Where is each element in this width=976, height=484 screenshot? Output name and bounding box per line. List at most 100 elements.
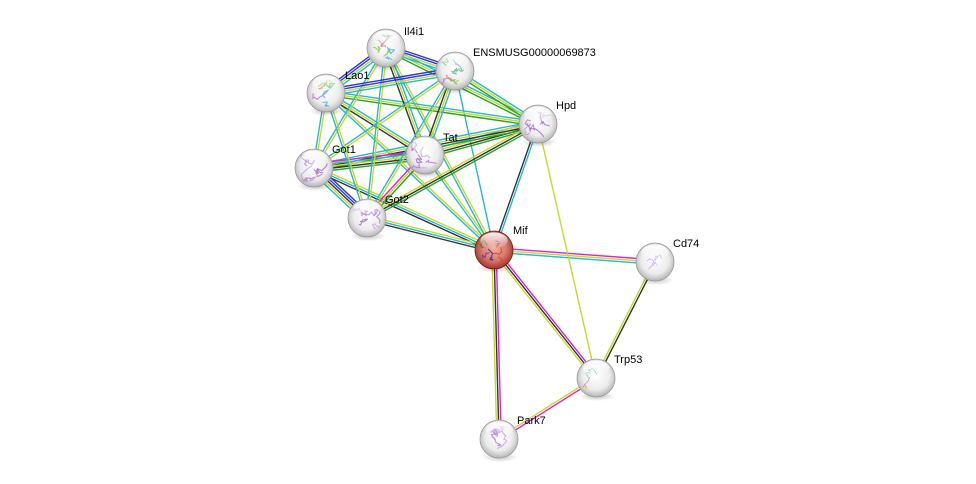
node-lao1[interactable]: Lao1 — [306, 70, 369, 116]
edge-hpd-trp53[interactable] — [537, 123, 597, 379]
edge-got1-ensmusg00000069873[interactable] — [312, 69, 457, 170]
edge-line-textmining — [367, 215, 495, 249]
node-highlight — [641, 244, 669, 261]
node-label: Cd74 — [673, 238, 699, 250]
edge-line-coexpression — [493, 249, 500, 440]
edge-line-database — [365, 47, 386, 218]
protein-structure-icon — [372, 223, 381, 230]
node-highlight — [582, 360, 610, 377]
edge-line-textmining — [493, 249, 656, 263]
node-label: Mif — [513, 225, 529, 237]
node-highlight — [312, 75, 340, 92]
edge-got2-il4i1[interactable] — [365, 47, 388, 219]
edge-hpd-got2[interactable] — [365, 121, 540, 221]
node-label: Trp53 — [614, 354, 642, 366]
node-label: Tat — [443, 132, 458, 144]
edge-line-experiments — [495, 249, 502, 439]
protein-structure-icon — [498, 256, 506, 264]
edge-line-database — [493, 251, 655, 265]
edge-mif-park7[interactable] — [491, 249, 502, 440]
protein-structure-icon — [493, 437, 502, 447]
node-tat[interactable]: Tat — [405, 132, 458, 178]
protein-structure-icon — [302, 176, 315, 182]
node-label: Got2 — [385, 194, 409, 206]
protein-structure-icon — [315, 168, 324, 178]
edge-line-coexpression — [366, 123, 539, 219]
protein-structure-icon — [300, 165, 313, 181]
node-park7[interactable]: Park7 — [479, 415, 546, 462]
protein-structure-icon — [482, 252, 490, 259]
edge-lao1-ensmusg00000069873[interactable] — [325, 67, 456, 97]
edge-line-database — [313, 167, 495, 251]
protein-structure-icon — [383, 47, 391, 57]
protein-structure-icon — [384, 56, 393, 61]
edge-line-textmining — [314, 165, 496, 249]
edge-line-coexpression — [366, 219, 494, 253]
protein-structure-icon — [441, 77, 452, 85]
protein-structure-icon — [582, 376, 591, 389]
edge-line-homology — [325, 67, 455, 91]
protein-structure-icon — [358, 218, 368, 226]
node-trp53[interactable]: Trp53 — [576, 354, 642, 401]
edge-mif-cd74[interactable] — [493, 247, 656, 265]
edge-line-textmining — [537, 123, 597, 379]
node-cd74[interactable]: Cd74 — [635, 238, 699, 285]
node-highlight — [372, 30, 400, 47]
protein-structure-icon — [415, 154, 423, 164]
protein-structure-icon — [445, 74, 456, 82]
protein-structure-icon — [450, 68, 462, 73]
node-label: Il4i1 — [404, 26, 424, 38]
node-hpd[interactable]: Hpd — [518, 100, 576, 147]
edge-line-database — [312, 69, 455, 168]
node-label: Got1 — [332, 144, 356, 156]
edge-mif-trp53[interactable] — [491, 248, 599, 380]
edge-line-database — [366, 217, 495, 251]
edge-line-neighborhood — [325, 94, 538, 127]
node-il4i1[interactable]: Il4i1 — [366, 26, 424, 71]
node-highlight — [441, 53, 469, 70]
protein-structure-icon — [496, 435, 507, 450]
edge-line-textmining — [365, 121, 538, 217]
protein-structure-icon — [450, 77, 460, 85]
edge-line-textmining — [314, 71, 457, 170]
protein-structure-icon — [313, 163, 328, 175]
edge-line-neighborhood — [367, 125, 540, 221]
protein-structure-icon — [417, 164, 428, 169]
edge-line-cooccurrence — [325, 69, 455, 93]
edge-mif-got1[interactable] — [312, 165, 496, 253]
protein-structure-icon — [524, 119, 532, 127]
protein-structure-icon — [312, 93, 321, 100]
node-highlight — [300, 150, 328, 167]
protein-structure-icon — [322, 101, 330, 107]
nodes-layer: Il4i1ENSMUSG00000069873Lao1HpdTatGot1Got… — [294, 26, 699, 462]
node-label: Lao1 — [345, 70, 369, 82]
node-mif[interactable]: Mif — [474, 225, 529, 273]
node-highlight — [480, 232, 508, 249]
protein-structure-icon — [308, 175, 318, 182]
protein-structure-icon — [652, 261, 658, 267]
node-label: Hpd — [556, 100, 576, 112]
edge-mif-got2[interactable] — [366, 215, 495, 253]
edge-mif-ensmusg00000069873[interactable] — [454, 70, 495, 251]
node-highlight — [524, 106, 552, 123]
node-highlight — [485, 421, 513, 438]
node-ensmusg00000069873[interactable]: ENSMUSG00000069873 — [435, 47, 596, 94]
edge-line-coexpression — [493, 249, 597, 379]
node-got2[interactable]: Got2 — [347, 194, 409, 241]
protein-structure-icon — [524, 124, 531, 136]
edge-line-database — [454, 70, 495, 251]
protein-structure-icon — [487, 248, 494, 261]
edge-line-coexpression — [312, 169, 494, 253]
node-label: Park7 — [517, 415, 546, 427]
edge-line-textmining — [491, 250, 498, 440]
edge-line-experiments — [495, 248, 599, 378]
edge-line-textmining — [326, 71, 456, 95]
edge-line-neighborhood — [425, 126, 540, 159]
edge-line-textmining — [367, 48, 388, 219]
node-got1[interactable]: Got1 — [294, 144, 356, 191]
node-label: ENSMUSG00000069873 — [473, 47, 596, 59]
node-highlight — [411, 137, 439, 154]
edge-line-textmining — [491, 250, 595, 380]
protein-structure-icon — [492, 247, 503, 256]
